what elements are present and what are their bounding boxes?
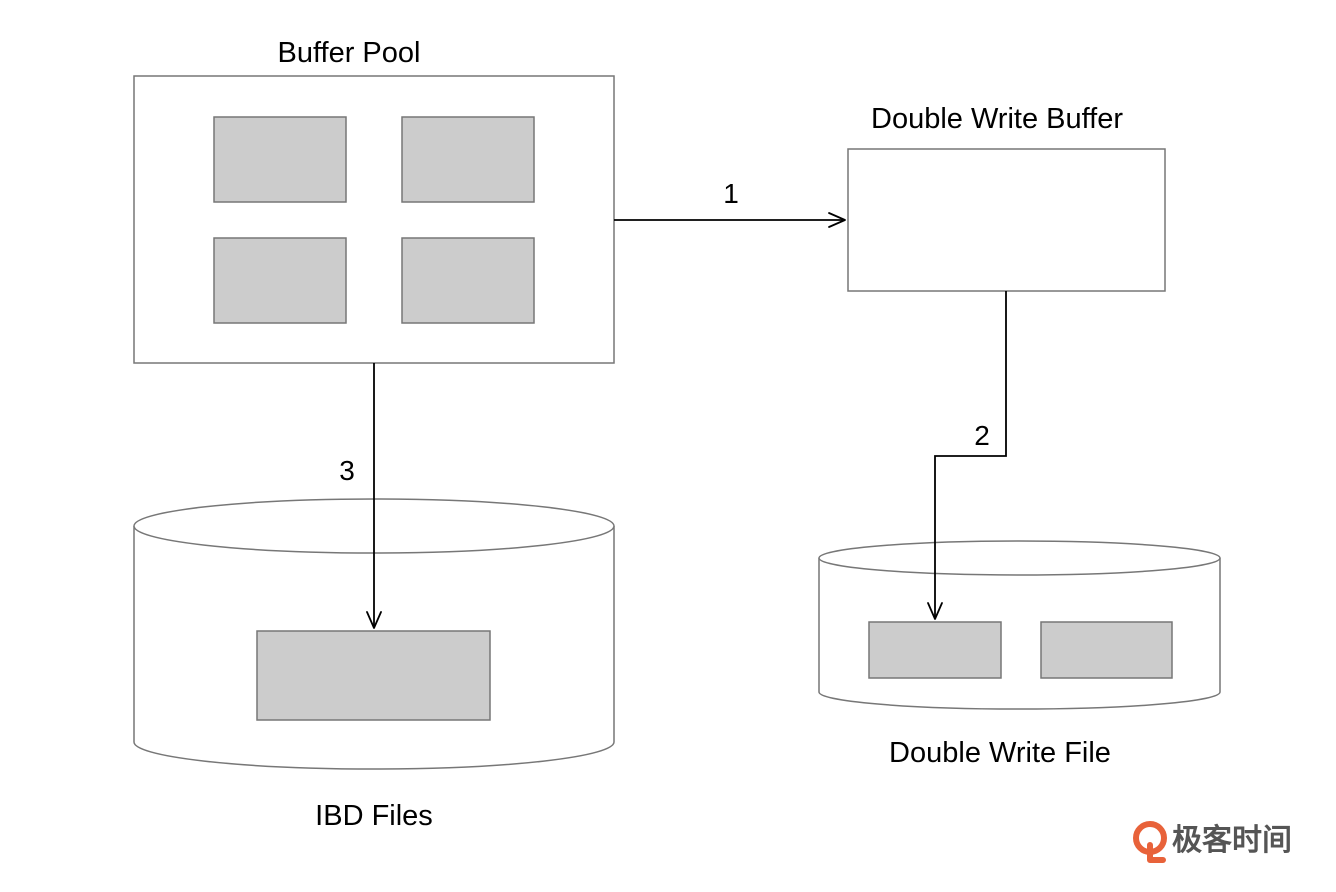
double-write-file-cylinder-top bbox=[818, 540, 1221, 576]
double-write-file: Double Write File bbox=[818, 540, 1221, 769]
buffer-pool-page bbox=[213, 116, 347, 203]
double-write-file-label: Double Write File bbox=[889, 737, 1111, 769]
buffer-pool-page bbox=[213, 237, 347, 324]
arrow-step-1: 1 bbox=[614, 178, 846, 228]
double-write-buffer: Double Write Buffer bbox=[847, 103, 1166, 292]
arrow-step-2-head bbox=[927, 602, 943, 620]
arrow-step-1-head bbox=[828, 212, 846, 228]
watermark-text: 极客时间 bbox=[1172, 823, 1292, 858]
buffer-pool: Buffer Pool bbox=[133, 37, 615, 364]
buffer-pool-page bbox=[401, 116, 535, 203]
buffer-pool-label: Buffer Pool bbox=[278, 37, 421, 69]
watermark: 极客时间 bbox=[1133, 821, 1292, 863]
ibd-files-page bbox=[256, 630, 491, 721]
arrow-step-3: 3 bbox=[339, 363, 382, 629]
double-write-file-page bbox=[1040, 621, 1173, 679]
double-write-file-page bbox=[868, 621, 1002, 679]
geekbang-logo-icon bbox=[1133, 821, 1167, 863]
buffer-pool-box bbox=[133, 75, 615, 364]
arrow-step-2-line bbox=[934, 291, 1007, 619]
arrow-step-2: 2 bbox=[927, 291, 1007, 620]
arrow-step-3-head bbox=[366, 611, 382, 629]
double-write-buffer-box bbox=[847, 148, 1166, 292]
step-1-label: 1 bbox=[723, 178, 739, 209]
double-write-buffer-label: Double Write Buffer bbox=[871, 103, 1123, 135]
step-3-label: 3 bbox=[339, 455, 355, 486]
step-2-label: 2 bbox=[974, 420, 990, 451]
buffer-pool-page bbox=[401, 237, 535, 324]
ibd-files-label: IBD Files bbox=[315, 800, 433, 832]
